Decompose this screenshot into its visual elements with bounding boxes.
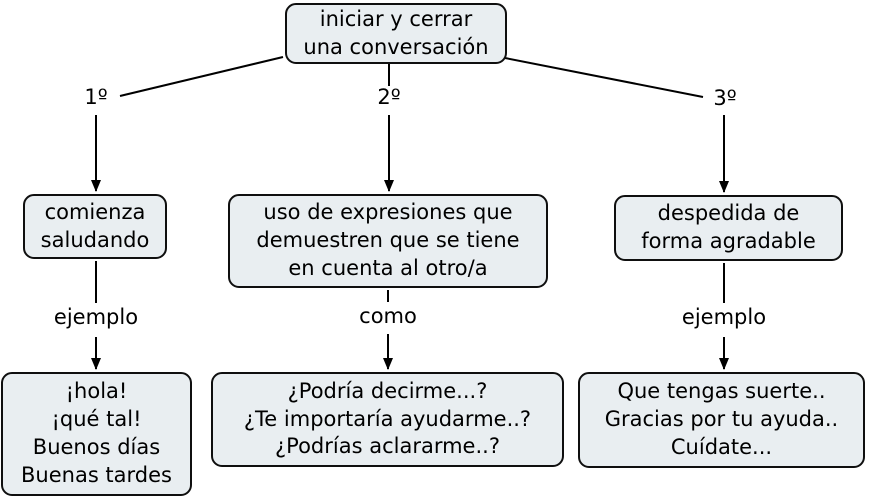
branch-label-3: 3º [713,86,737,110]
edge-label-como: como [359,304,417,328]
edge-root-to-3 [504,57,704,98]
edge-label-ejemplo-1: ejemplo [53,305,139,329]
greeting-examples-node: ¡hola! ¡qué tal! Buenos días Buenas tard… [1,372,192,496]
expressions-step-node: uso de expresiones que demuestren que se… [228,194,548,288]
edge-root-to-1 [119,56,284,97]
branch-label-1: 1º [84,85,108,109]
farewell-examples-node: Que tengas suerte.. Gracias por tu ayuda… [578,372,865,468]
greeting-step-node: comienza saludando [23,194,167,259]
expression-examples-node: ¿Podría decirme...? ¿Te importaría ayuda… [211,372,564,467]
edge-label-ejemplo-2: ejemplo [681,305,767,329]
branch-label-2: 2º [377,85,401,109]
farewell-step-node: despedida de forma agradable [614,195,843,261]
root-node: iniciar y cerrar una conversación [285,3,507,64]
